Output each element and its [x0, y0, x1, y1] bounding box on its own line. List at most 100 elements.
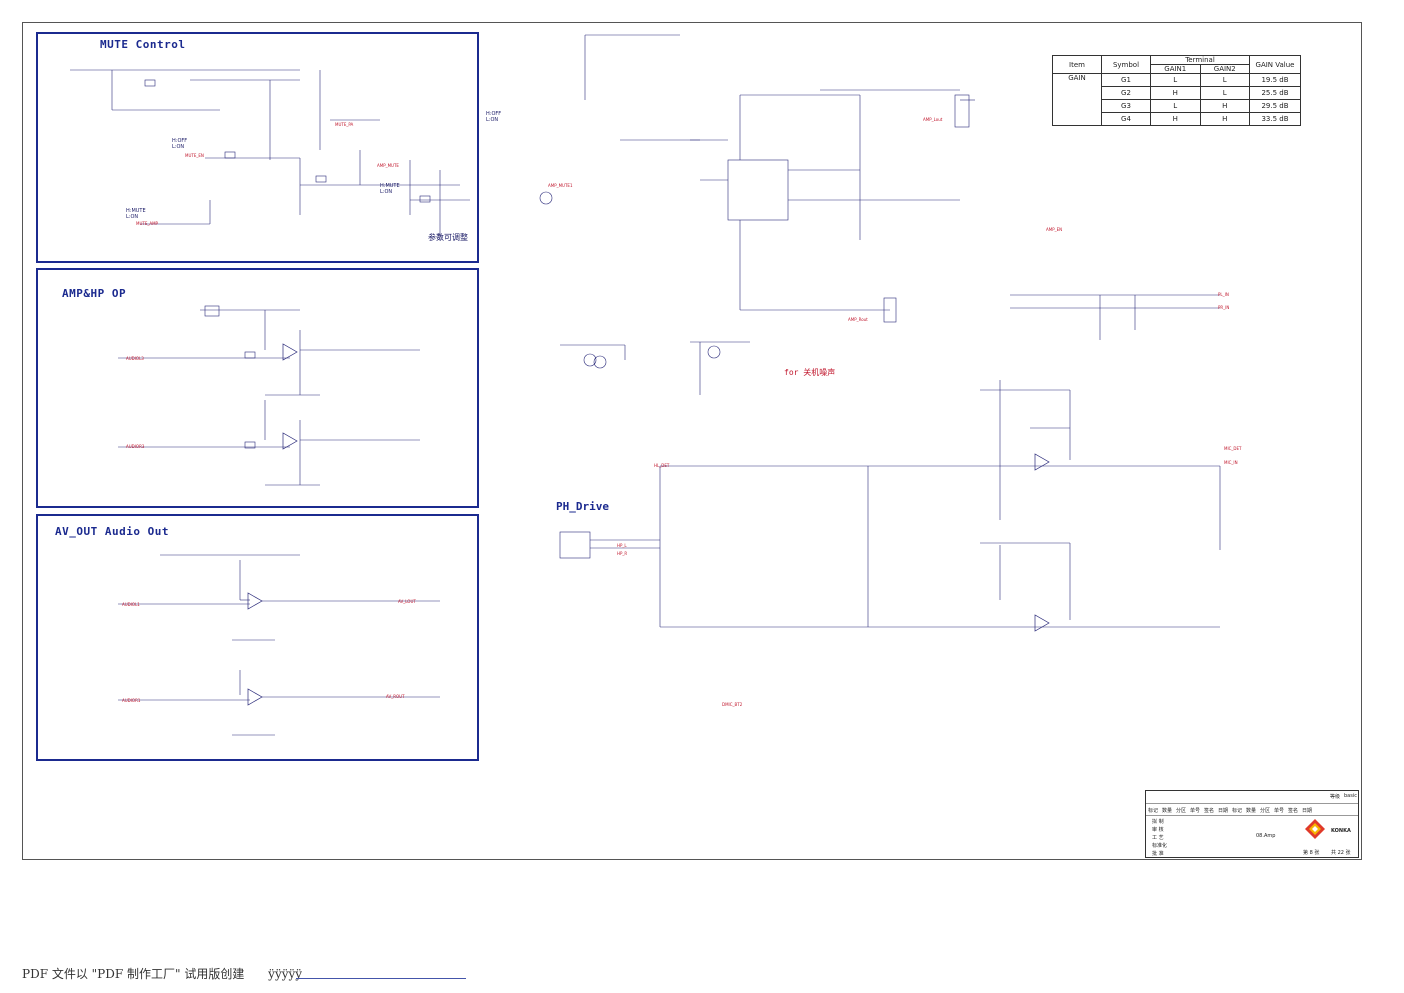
net-hl-det: HL_DET [654, 463, 670, 468]
net-amp-rout: AMP_Rout [848, 317, 868, 322]
component-body [559, 531, 591, 559]
ph-drive-title: PH_Drive [556, 500, 609, 513]
av-out-title: AV_OUT Audio Out [55, 525, 169, 538]
hmute-lon-label-2: H:MUTE L:ON [380, 183, 400, 195]
net-mute-pa: MUTE_PA [335, 122, 354, 127]
net-av-rout: AV_ROUT [386, 694, 405, 699]
gain-row-symbol: G3 [1101, 99, 1151, 113]
component-body [204, 305, 220, 317]
transistor-symbol [593, 355, 607, 369]
net-pl-in: PL_IN [1218, 292, 1229, 297]
gain-row-g1: H [1150, 86, 1201, 100]
component-body [954, 94, 970, 128]
title-role-cell: 工 艺 [1152, 835, 1164, 841]
transistor-symbol [583, 353, 597, 367]
hoff-lon-label-2: H:OFF L:ON [486, 111, 502, 123]
net-audio-r1: AUDIOR1 [122, 698, 141, 703]
gain-row-g1: H [1150, 112, 1201, 126]
konka-logo-icon [1305, 819, 1325, 839]
title-block: 等级 basic 标记数量分区单号签名日期标记数量分区单号签名日期 拟 制审 核… [1145, 790, 1359, 858]
schematic-sheet-border [22, 22, 1362, 860]
gain-row-symbol: G2 [1101, 86, 1151, 100]
title-designation: 08.Amp [1256, 833, 1276, 839]
title-header-cell: 标记 [1232, 808, 1243, 814]
net-mic-det: MIC_DET [1224, 446, 1242, 451]
net-audio-l1: AUDIOL1 [122, 602, 140, 607]
gain-header-gain2: GAIN2 [1199, 64, 1250, 74]
title-sheet-total: 共 22 张 [1331, 850, 1351, 856]
boot-noise-note: for 关机噪声 [784, 368, 836, 377]
gain-table: Item Symbol Terminal GAIN Value GAIN1 GA… [1052, 55, 1301, 126]
gain-item: GAIN [1052, 73, 1102, 126]
component-body [315, 175, 327, 183]
title-header-cell: 标记 [1148, 808, 1159, 814]
gain-row-value: 33.5 dB [1249, 112, 1301, 126]
av-out-box [36, 514, 479, 761]
net-amp-en: AMP_EN [1046, 227, 1063, 232]
net-dmic-bias: DMIC_BT2 [722, 702, 743, 707]
component-body [727, 159, 789, 221]
title-level-value: basic [1344, 793, 1357, 799]
net-amp-mute: AMP_MUTE [377, 163, 399, 168]
gain-header-terminal: Terminal [1150, 55, 1250, 65]
title-header-cell: 日期 [1218, 808, 1229, 814]
gain-header-gain1: GAIN1 [1150, 64, 1201, 74]
title-level-label: 等级 [1330, 794, 1341, 800]
mute-control-title: MUTE Control [100, 38, 186, 51]
net-av-lout: AV_LOUT [398, 599, 416, 604]
title-header-cell: 单号 [1274, 808, 1285, 814]
footer-underline [296, 978, 466, 979]
gain-row-value: 19.5 dB [1249, 73, 1301, 87]
gain-row-value: 29.5 dB [1249, 99, 1301, 113]
opamp-symbol [282, 343, 298, 361]
net-amp-lout: AMP_Lout [923, 117, 943, 122]
opamp-symbol [1034, 614, 1050, 632]
title-role-cell: 标准化 [1152, 843, 1168, 849]
gain-row-g2: L [1199, 86, 1250, 100]
opamp-symbol [247, 592, 263, 610]
opamp-symbol [282, 432, 298, 450]
gain-row-g1: L [1150, 73, 1201, 87]
component-body [419, 195, 431, 203]
title-header-cell: 签名 [1288, 808, 1299, 814]
net-mute-amp: MUTE_AMP [136, 221, 158, 226]
component-body [244, 441, 256, 449]
gain-row-symbol: G1 [1101, 73, 1151, 87]
adjustable-note: 参数可调整 [428, 233, 468, 242]
net-hp-l: HP_L [617, 543, 627, 548]
net-audio-r: AUDIOR3 [126, 444, 145, 449]
gain-row-value: 25.5 dB [1249, 86, 1301, 100]
gain-row-g2: H [1199, 99, 1250, 113]
gain-header-symbol: Symbol [1101, 55, 1151, 74]
pdf-footer-text: PDF 文件以 "PDF 制作工厂" 试用版创建 [22, 967, 245, 981]
amp-hp-op-title: AMP&HP OP [62, 287, 127, 300]
gain-row-g1: L [1150, 99, 1201, 113]
gain-row-g2: L [1199, 73, 1250, 87]
title-role-cell: 拟 制 [1152, 819, 1164, 825]
title-header-cell: 分区 [1260, 808, 1271, 814]
pdf-footer-link[interactable]: ÿÿÿÿÿ [268, 967, 303, 981]
title-header-cell: 日期 [1302, 808, 1313, 814]
title-header-cell: 数量 [1246, 808, 1257, 814]
pdf-footer: PDF 文件以 "PDF 制作工厂" 试用版创建 ÿÿÿÿÿ [22, 965, 302, 982]
net-pr-in: PR_IN [1218, 305, 1230, 310]
net-amp-mute1: AMP_MUTE1 [548, 183, 573, 188]
hoff-lon-label: H:OFF L:ON [172, 138, 188, 150]
net-mic-in: MIC_IN [1224, 460, 1238, 465]
opamp-symbol [1034, 453, 1050, 471]
gain-header-item: Item [1052, 55, 1102, 74]
hmute-lon-label: H:MUTE L:ON [126, 208, 146, 220]
title-role-cell: 审 核 [1152, 827, 1164, 833]
gain-header-value: GAIN Value [1249, 55, 1301, 74]
title-role-cell: 批 准 [1152, 851, 1164, 857]
title-header-cell: 分区 [1176, 808, 1187, 814]
title-company: KONKA [1331, 828, 1351, 834]
gain-row-g2: H [1199, 112, 1250, 126]
mute-control-box [36, 32, 479, 263]
gain-row-symbol: G4 [1101, 112, 1151, 126]
title-header-cell: 数量 [1162, 808, 1173, 814]
title-header-cell: 单号 [1190, 808, 1201, 814]
component-body [144, 79, 156, 87]
net-mute-en: MUTE_EN [185, 153, 204, 158]
component-body [883, 297, 897, 323]
